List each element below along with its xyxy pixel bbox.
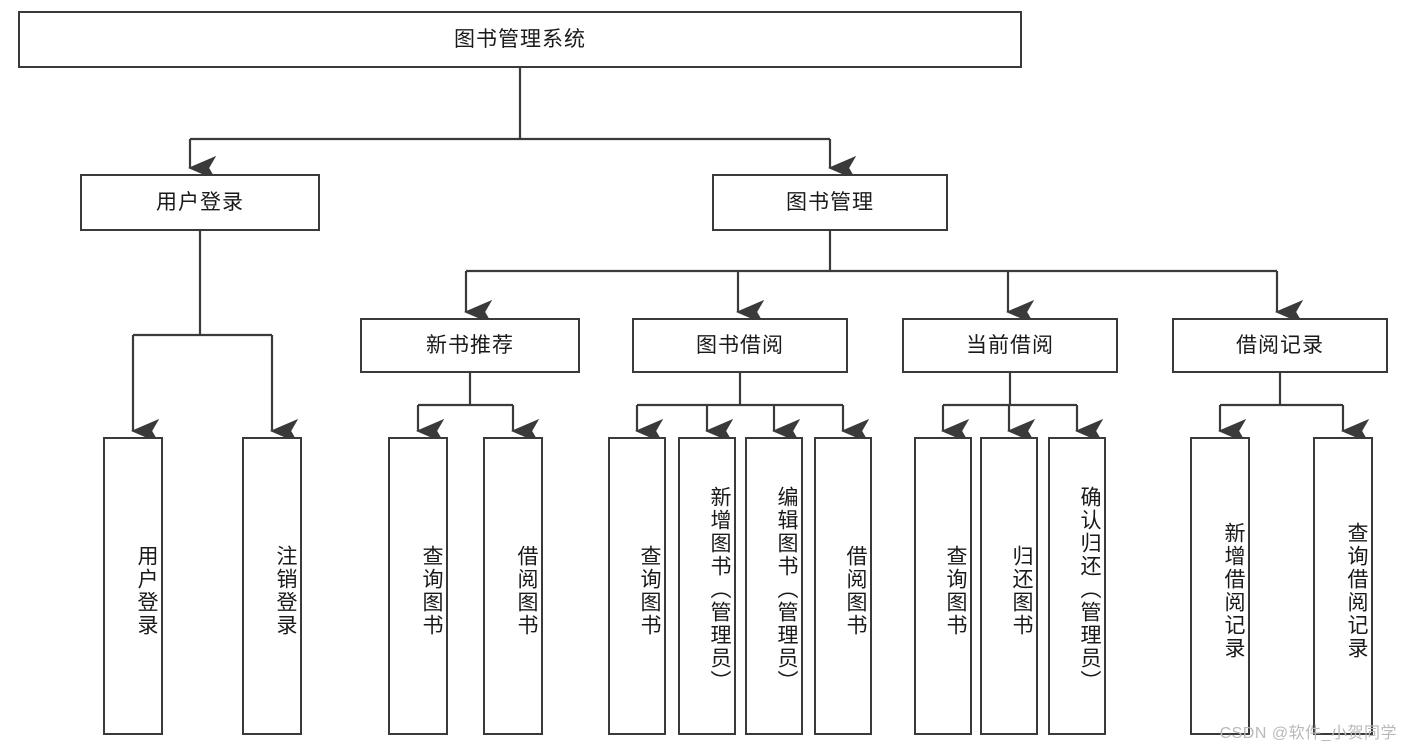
leaf-add-borrow-record-label: 新增借阅记录 <box>1222 522 1245 660</box>
node-book-borrow[interactable]: 图书借阅 <box>632 318 848 373</box>
node-root-label: 图书管理系统 <box>454 27 586 51</box>
node-new-book-rec[interactable]: 新书推荐 <box>360 318 580 373</box>
node-borrow-record-label: 借阅记录 <box>1236 333 1324 357</box>
watermark-text: CSDN @软件_小贺同学 <box>1219 725 1397 742</box>
node-book-borrow-label: 图书借阅 <box>696 333 784 357</box>
leaf-confirm-return-admin[interactable]: 确认归还（管理员） <box>1048 437 1106 735</box>
leaf-user-logout[interactable]: 注销登录 <box>242 437 302 735</box>
leaf-return-book[interactable]: 归还图书 <box>980 437 1038 735</box>
leaf-query-borrow-record[interactable]: 查询借阅记录 <box>1313 437 1373 735</box>
node-user-login-label: 用户登录 <box>156 190 244 214</box>
leaf-edit-book-admin[interactable]: 编辑图书（管理员） <box>745 437 803 735</box>
leaf-borrow-book-rec-label: 借阅图书 <box>515 545 538 637</box>
leaf-edit-book-admin-label: 编辑图书（管理员） <box>775 485 798 693</box>
node-book-manage-label: 图书管理 <box>786 190 874 214</box>
node-root[interactable]: 图书管理系统 <box>18 11 1022 68</box>
leaf-add-borrow-record[interactable]: 新增借阅记录 <box>1190 437 1250 735</box>
leaf-add-book-admin[interactable]: 新增图书（管理员） <box>678 437 736 735</box>
node-book-manage[interactable]: 图书管理 <box>712 174 948 231</box>
leaf-user-logout-label: 注销登录 <box>274 545 297 637</box>
node-new-book-rec-label: 新书推荐 <box>426 333 514 357</box>
node-current-borrow-label: 当前借阅 <box>966 333 1054 357</box>
leaf-query-borrow-record-label: 查询借阅记录 <box>1345 522 1368 660</box>
node-user-login[interactable]: 用户登录 <box>80 174 320 231</box>
leaf-query-book-rec[interactable]: 查询图书 <box>388 437 448 735</box>
node-current-borrow[interactable]: 当前借阅 <box>902 318 1118 373</box>
leaf-query-book-rec-label: 查询图书 <box>420 545 443 637</box>
node-borrow-record[interactable]: 借阅记录 <box>1172 318 1388 373</box>
leaf-user-login-label: 用户登录 <box>135 545 158 637</box>
leaf-borrow-book[interactable]: 借阅图书 <box>814 437 872 735</box>
leaf-add-book-admin-label: 新增图书（管理员） <box>708 485 731 693</box>
leaf-query-book-borrow[interactable]: 查询图书 <box>608 437 666 735</box>
leaf-query-book-cur[interactable]: 查询图书 <box>914 437 972 735</box>
leaf-query-book-borrow-label: 查询图书 <box>638 545 661 637</box>
leaf-confirm-return-admin-label: 确认归还（管理员） <box>1078 485 1101 693</box>
leaf-return-book-label: 归还图书 <box>1010 545 1033 637</box>
leaf-user-login[interactable]: 用户登录 <box>103 437 163 735</box>
leaf-query-book-cur-label: 查询图书 <box>944 545 967 637</box>
leaf-borrow-book-label: 借阅图书 <box>844 545 867 637</box>
leaf-borrow-book-rec[interactable]: 借阅图书 <box>483 437 543 735</box>
